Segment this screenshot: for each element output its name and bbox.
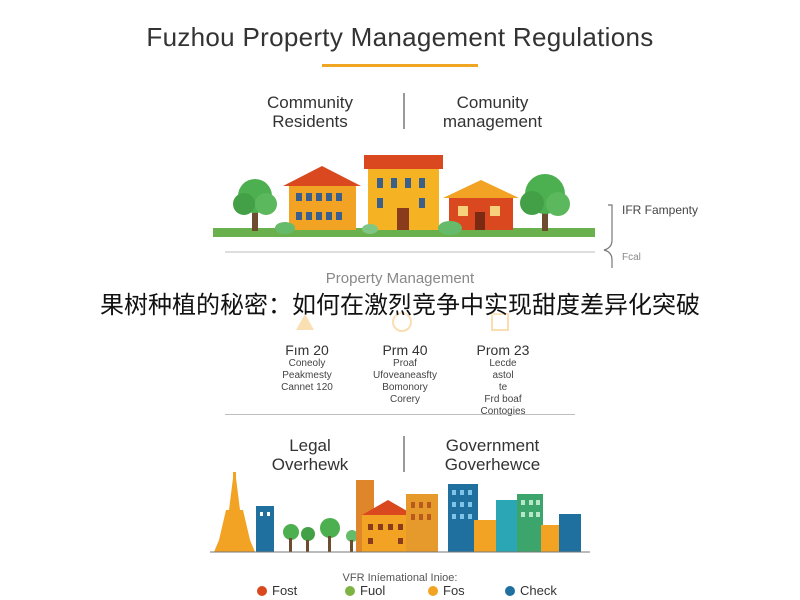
legend-dot-fos <box>428 586 438 596</box>
figure-3-line: Contogies <box>480 406 526 417</box>
grass-strip <box>213 228 595 237</box>
figure-3-line: astol <box>492 370 514 381</box>
legend-item-fost: Fost <box>257 583 297 598</box>
figure-2-line: Proaf <box>393 358 417 369</box>
orange-block <box>362 515 414 552</box>
yellow-block <box>474 520 496 552</box>
blue-building-small <box>256 506 274 552</box>
figure-1-line: Coneoly <box>288 358 326 369</box>
legend-label: Fuol <box>360 583 386 598</box>
middle-divider <box>403 436 405 472</box>
figure-3-line: Frd boaf <box>484 394 522 405</box>
figure-icons <box>296 312 509 332</box>
figure-2-line: Corery <box>389 394 420 405</box>
tree-bottom-4 <box>346 530 358 542</box>
legend-label: Fos <box>443 583 465 598</box>
community-residents-label: Community Residents <box>267 93 353 131</box>
house-yellow-tall <box>364 155 443 230</box>
legend-title: VFR Iníemational Inioe: <box>342 572 458 584</box>
figure-1: Fım 20 Coneoly Peakmesty Cannet 120 <box>257 342 357 394</box>
top-town <box>213 155 595 253</box>
middle-rule <box>225 414 575 415</box>
figure-3-head: Prom 23 <box>476 342 530 358</box>
figure-3: Prom 23 Lecde astol te Frd boaf Contogie… <box>453 342 553 418</box>
overlay-banner: 果树种植的秘密：如何在激烈竞争中实现甜度差异化突破 <box>100 291 700 319</box>
legend-dot-check <box>505 586 515 596</box>
figure-1-line: Cannet 120 <box>281 382 333 393</box>
house-orange-left <box>283 166 361 230</box>
legal-overhewk-label: Legal Overhewk <box>271 436 349 474</box>
government-governance-label: Government Goverhewce <box>444 436 541 474</box>
legend-item-check: Check <box>505 583 557 598</box>
bracket <box>603 204 613 268</box>
bottom-city <box>210 472 590 553</box>
tower <box>214 472 255 552</box>
bracket-sublabel: Fcal <box>622 252 641 263</box>
page-title: Fuzhou Property Management Regulations <box>146 22 654 52</box>
legend-label: Check <box>520 583 557 598</box>
tree-left <box>233 179 277 231</box>
title-underline <box>322 64 478 67</box>
tree-right <box>520 174 570 231</box>
property-management-label: Property Management <box>325 270 475 287</box>
tree-bottom-3 <box>320 518 340 538</box>
legend-item-fuol: Fuol <box>345 583 385 598</box>
figure-2: Prm 40 Proaf Ufoveaneasfty Bomonory Core… <box>355 342 455 406</box>
teal-tower <box>496 500 518 552</box>
legend-item-fos: Fos <box>428 583 465 598</box>
legend-dot-fost <box>257 586 267 596</box>
tree-bottom-1 <box>283 524 299 540</box>
bracket-label: IFR Fampenty <box>622 203 699 217</box>
figure-2-line: Ufoveaneasfty <box>373 370 437 381</box>
figure-3-line: te <box>498 382 508 393</box>
top-divider <box>403 93 405 129</box>
figure-3-line: Lecde <box>489 358 517 369</box>
figure-1-line: Peakmesty <box>282 370 332 381</box>
figure-2-head: Prm 40 <box>382 342 428 358</box>
figure-2-line: Bomonory <box>382 382 428 393</box>
community-management-label: Comunity management <box>442 93 543 131</box>
tree-bottom-2 <box>301 527 315 541</box>
figure-1-head: Fım 20 <box>285 342 329 358</box>
legend-dot-fuol <box>345 586 355 596</box>
legend-label: Fost <box>272 583 298 598</box>
